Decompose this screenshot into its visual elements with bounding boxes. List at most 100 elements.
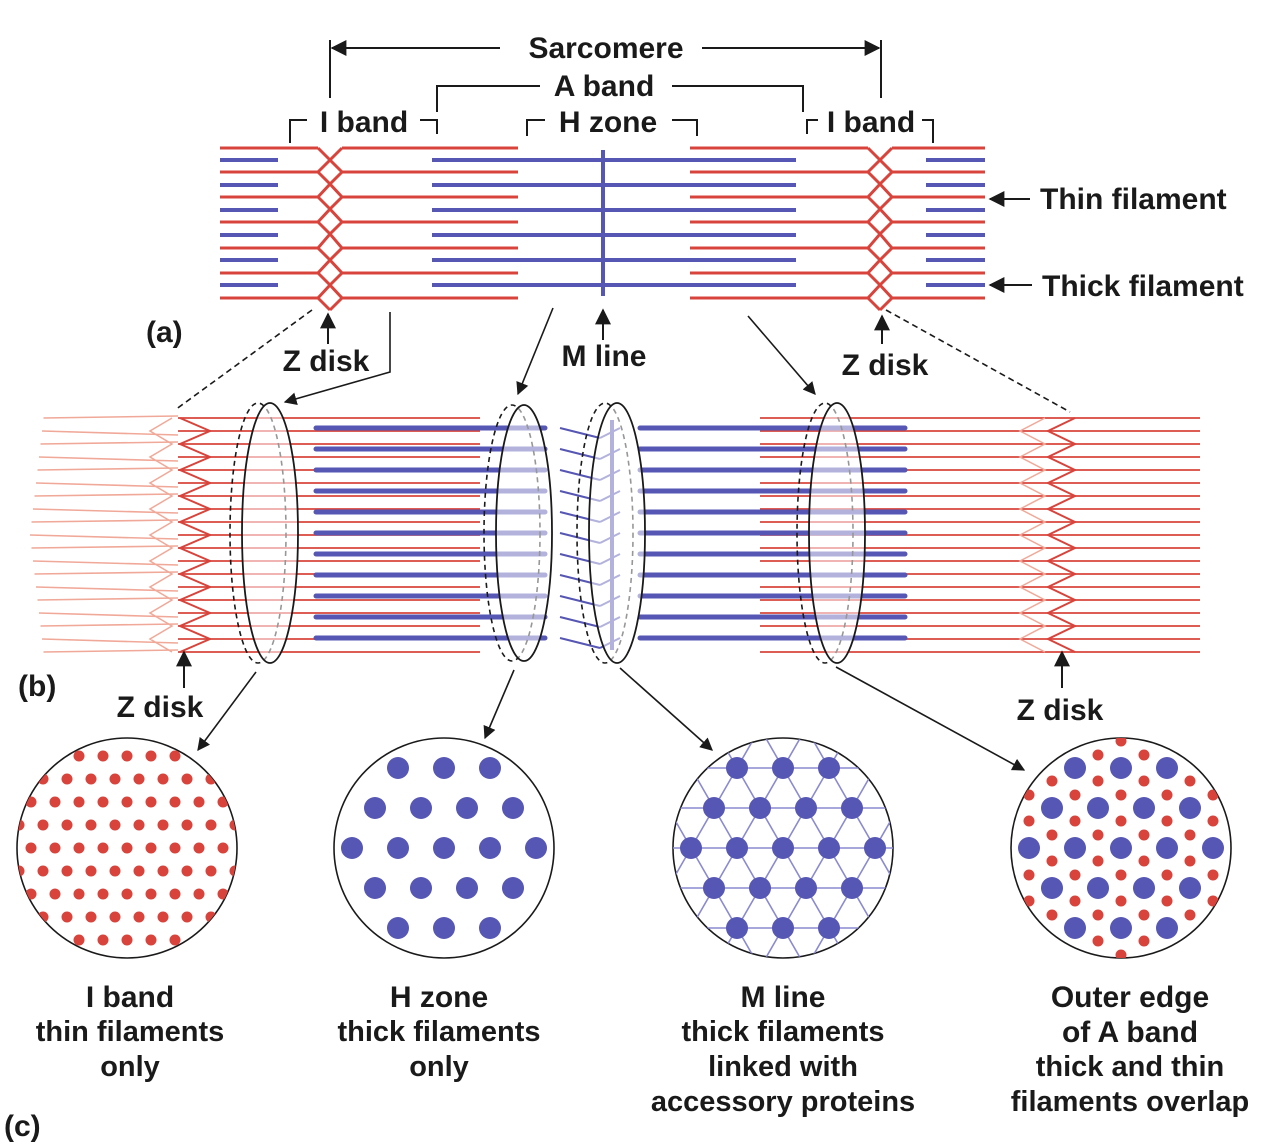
thick-filament-dot [1225, 877, 1231, 899]
accessory-protein-link [714, 688, 737, 728]
accessory-protein-link [921, 808, 944, 848]
thick-filament-dot [571, 757, 593, 779]
thick-filament-dot [634, 677, 656, 699]
accessory-protein-link [921, 768, 944, 808]
z-disk-b-right-label: Z disk [1017, 694, 1104, 727]
thin-filament-dot [133, 911, 145, 923]
thin-filament-dot [1138, 749, 1150, 761]
thick-filament-dot [680, 837, 702, 859]
thin-filament-dot [49, 842, 61, 854]
thin-filament-dot [109, 773, 121, 785]
thick-filament-dot [1011, 957, 1017, 958]
thin-filament-dot [1230, 882, 1231, 894]
thin-filament-dot [1138, 775, 1150, 787]
thin-filament-dot [1138, 935, 1150, 947]
thick-filament-dot [1156, 917, 1178, 939]
thin-filament-dot [242, 751, 253, 762]
thin-filament-dot [978, 950, 989, 961]
thick-filament-dot [334, 957, 340, 958]
thick-filament-dot [1087, 877, 1109, 899]
thin-filament-dot [1011, 909, 1012, 921]
thick-filament-dot [772, 677, 794, 699]
thick-filament-dot [502, 957, 524, 958]
thin-filament-dot [1070, 683, 1081, 694]
thin-filament-dot [1023, 762, 1035, 774]
sarcomere-3d-view [29, 402, 1200, 664]
thin-filament-dot [145, 842, 157, 854]
thin-filament-dot [1185, 670, 1196, 681]
thin-filament-dot [145, 796, 157, 808]
thick-filament-dot [456, 738, 478, 739]
thin-filament-dot [1047, 670, 1058, 681]
accessory-protein-link [829, 688, 852, 728]
thick-filament-dot [673, 797, 679, 819]
thin-filament-dot [1138, 829, 1150, 841]
thin-filament-dot [49, 888, 61, 900]
thin-filament-dot [1277, 723, 1280, 734]
accessory-protein-link [645, 728, 668, 768]
thick-filament-dot [910, 757, 932, 779]
thick-filament-dot [479, 757, 501, 779]
thin-filament-faint [37, 597, 179, 601]
z-disk-zigzag [315, 146, 333, 312]
thin-filament-dot [978, 870, 989, 881]
thin-filament-dot [109, 911, 121, 923]
thick-filament-dot [479, 917, 501, 939]
accessory-protein-link [921, 928, 944, 968]
accessory-protein-link [898, 928, 921, 968]
thin-filament-dot [205, 911, 217, 923]
caption-m-line-line3: accessory proteins [650, 1086, 916, 1118]
thick-filament-dot [1110, 757, 1132, 779]
accessory-protein-link [645, 928, 668, 968]
accessory-protein-link [645, 768, 668, 808]
thick-filament-dot [295, 837, 317, 859]
thin-filament-dot [1161, 895, 1173, 907]
thin-filament-dot [242, 843, 253, 854]
thin-filament-dot [1139, 963, 1150, 974]
thin-filament-dot [254, 912, 265, 923]
thick-filament-dot [972, 837, 994, 859]
section-plane [588, 402, 646, 664]
thick-filament-dot [972, 677, 994, 699]
accessory-protein-link [898, 888, 921, 928]
caption-h-zone-line2: only [409, 1051, 469, 1083]
thick-filament-dot [634, 837, 656, 859]
thin-filament-faint [43, 415, 179, 419]
thin-filament-dot [1254, 736, 1265, 747]
accessory-protein-link [898, 768, 921, 808]
thick-filament-dot [525, 677, 547, 699]
thick-filament-dot [456, 877, 478, 899]
thick-filament-dot [410, 797, 432, 819]
thin-filament-dot [1184, 829, 1196, 841]
thin-filament-dot [181, 773, 193, 785]
thick-filament-dot [726, 677, 748, 699]
thick-filament-dot [703, 957, 725, 958]
thick-filament-dot [864, 757, 886, 779]
thin-filament-faint [43, 649, 179, 653]
thin-filament-label: Thin filament [1040, 183, 1227, 216]
thick-filament-dot [571, 837, 593, 859]
thick-filament-dot [933, 797, 955, 819]
thin-filament-dot [145, 888, 157, 900]
h-zone-bracket [526, 119, 698, 136]
thin-filament-dot [1011, 802, 1012, 814]
cross-section-outer-a-band [972, 670, 1280, 974]
thick-filament-dot [594, 797, 616, 819]
thin-filament-faint [41, 638, 179, 644]
thick-filament-dot [594, 877, 616, 899]
thin-filament-dot [1230, 749, 1231, 761]
thick-filament-dot [1202, 837, 1224, 859]
thick-filament-dot [841, 877, 863, 899]
accessory-protein-link [944, 888, 967, 928]
thin-filament-faint [32, 508, 179, 514]
thin-filament-dot [169, 888, 181, 900]
thick-filament-dot [1011, 877, 1017, 899]
thin-filament-dot [37, 819, 49, 831]
thick-filament-dot [703, 797, 725, 819]
thick-filament-dot [1041, 877, 1063, 899]
thick-filament-dot [933, 877, 955, 899]
thin-filament-dot [97, 842, 109, 854]
m-line-label: M line [561, 340, 646, 373]
thin-filament-dot [1231, 670, 1242, 681]
